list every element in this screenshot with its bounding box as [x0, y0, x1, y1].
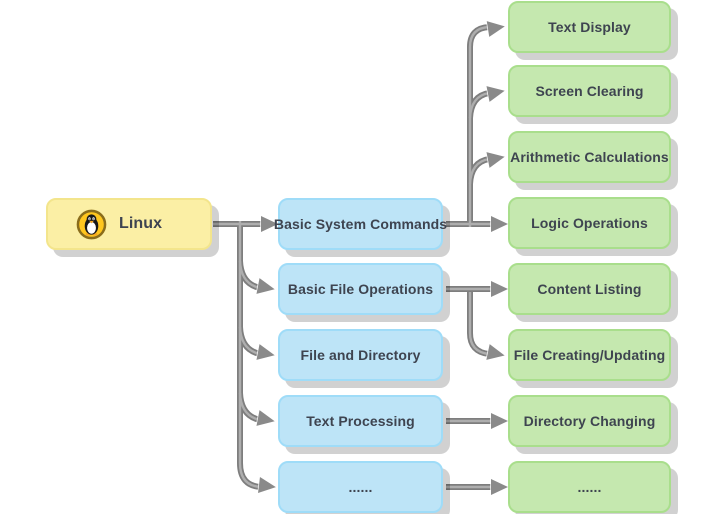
node-label: Text Processing — [306, 413, 415, 429]
node-label: Basic File Operations — [287, 281, 434, 297]
node-text-processing[interactable]: Text Processing — [278, 395, 443, 447]
node-label: Arithmetic Calculations — [510, 149, 669, 165]
node-label: Text Display — [548, 19, 631, 35]
node-label: ...... — [577, 479, 602, 495]
connector-arrowheads — [255, 20, 510, 497]
node-basic-file-operations[interactable]: Basic File Operations — [278, 263, 443, 315]
node-branch-ellipsis[interactable]: ...... — [278, 461, 443, 513]
node-leaf-ellipsis[interactable]: ...... — [508, 461, 671, 513]
node-logic-operations[interactable]: Logic Operations — [508, 197, 671, 249]
node-label: Directory Changing — [523, 413, 656, 429]
node-label: Linux — [119, 215, 163, 232]
connector-pipes — [213, 24, 492, 490]
node-directory-changing[interactable]: Directory Changing — [508, 395, 671, 447]
node-label: Screen Clearing — [535, 83, 644, 99]
node-label: Logic Operations — [531, 215, 648, 231]
node-text-display[interactable]: Text Display — [508, 1, 671, 53]
node-basic-system-commands[interactable]: Basic System Commands — [274, 198, 447, 250]
node-label: File Creating/Updating — [513, 347, 666, 363]
node-screen-clearing[interactable]: Screen Clearing — [508, 65, 671, 117]
node-label: ...... — [348, 479, 373, 495]
node-label: Basic System Commands — [273, 216, 448, 232]
node-label: File and Directory — [300, 347, 421, 363]
node-label: Content Listing — [537, 281, 642, 297]
node-file-creating-updating[interactable]: File Creating/Updating — [508, 329, 671, 381]
linux-penguin-icon — [76, 209, 107, 240]
node-arithmetic-calculations[interactable]: Arithmetic Calculations — [508, 131, 671, 183]
node-linux[interactable]: Linux — [46, 198, 212, 250]
node-content-listing[interactable]: Content Listing — [508, 263, 671, 315]
node-file-and-directory[interactable]: File and Directory — [278, 329, 443, 381]
